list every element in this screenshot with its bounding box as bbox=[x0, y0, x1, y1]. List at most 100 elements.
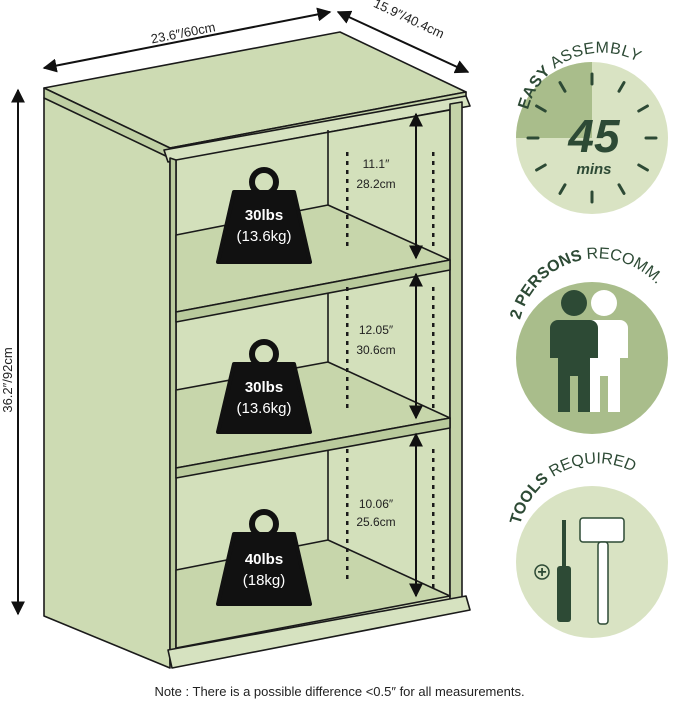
pin-hole bbox=[346, 233, 349, 237]
clock-tick bbox=[617, 183, 626, 195]
pin-hole bbox=[346, 215, 349, 219]
pin-hole bbox=[432, 485, 435, 489]
pin-hole bbox=[346, 206, 349, 210]
width-label: 23.6″/60cm bbox=[150, 19, 217, 46]
weight-1-kg: (13.6kg) bbox=[236, 228, 291, 245]
pin-hole bbox=[346, 287, 349, 291]
pin-hole bbox=[432, 197, 435, 201]
pin-hole bbox=[432, 305, 435, 309]
pin-hole bbox=[432, 530, 435, 534]
clock-icon bbox=[526, 72, 658, 204]
pin-hole bbox=[346, 530, 349, 534]
pin-hole bbox=[346, 539, 349, 543]
pin-hole bbox=[432, 539, 435, 543]
clock-tick bbox=[558, 81, 567, 93]
pin-hole bbox=[432, 467, 435, 471]
pin-hole bbox=[432, 494, 435, 498]
pin-hole bbox=[346, 161, 349, 165]
easy-assembly-badge: 45 mins bbox=[516, 62, 668, 214]
pin-hole bbox=[432, 206, 435, 210]
gap-1-inches: 11.1″ bbox=[363, 157, 390, 171]
pin-hole bbox=[432, 458, 435, 462]
depth-arrow bbox=[336, 10, 470, 74]
pin-hole bbox=[432, 323, 435, 327]
pin-hole bbox=[346, 485, 349, 489]
clock-tick bbox=[558, 183, 567, 195]
pin-hole bbox=[432, 224, 435, 228]
pin-hole bbox=[432, 575, 435, 579]
two-persons-icon bbox=[550, 290, 628, 412]
pin-hole bbox=[432, 296, 435, 300]
pin-hole bbox=[346, 296, 349, 300]
side-panel bbox=[43, 97, 171, 669]
hammer-icon bbox=[579, 517, 625, 625]
pin-hole bbox=[346, 305, 349, 309]
pin-hole bbox=[432, 233, 435, 237]
gap-2-inches: 12.05″ bbox=[359, 323, 394, 337]
pin-hole bbox=[346, 548, 349, 552]
pin-hole bbox=[432, 287, 435, 291]
pin-hole bbox=[432, 557, 435, 561]
weight-icon-3 bbox=[216, 509, 312, 606]
pin-hole bbox=[346, 566, 349, 570]
pin-hole bbox=[346, 476, 349, 480]
weight-3-kg: (18kg) bbox=[243, 572, 286, 589]
pin-hole bbox=[346, 242, 349, 246]
pin-hole bbox=[432, 395, 435, 399]
pin-hole bbox=[346, 521, 349, 525]
pin-hole bbox=[346, 449, 349, 453]
pin-hole bbox=[346, 350, 349, 354]
pin-hole bbox=[346, 377, 349, 381]
pin-hole bbox=[432, 170, 435, 174]
clock-tick bbox=[535, 163, 547, 172]
pin-hole bbox=[346, 458, 349, 462]
pin-hole bbox=[432, 404, 435, 408]
shelf-pin-holes bbox=[346, 152, 435, 588]
shelf-gap-labels: 11.1″ 28.2cm 12.05″ 30.6cm 10.06″ 25.6cm bbox=[356, 157, 395, 529]
pin-hole bbox=[432, 377, 435, 381]
pin-hole bbox=[346, 368, 349, 372]
pin-hole bbox=[346, 314, 349, 318]
pin-hole bbox=[346, 494, 349, 498]
weight-1-lbs: 30lbs bbox=[245, 207, 283, 224]
pin-hole bbox=[432, 521, 435, 525]
pin-hole bbox=[432, 215, 435, 219]
pin-hole bbox=[346, 386, 349, 390]
gap-2-cm: 30.6cm bbox=[356, 343, 395, 357]
pin-hole bbox=[432, 503, 435, 507]
tools-badge: + bbox=[516, 486, 668, 638]
pin-hole bbox=[432, 179, 435, 183]
pin-hole bbox=[432, 368, 435, 372]
weight-2-lbs: 30lbs bbox=[245, 379, 283, 396]
pin-hole bbox=[432, 584, 435, 588]
measurement-note: Note : There is a possible difference <0… bbox=[154, 684, 525, 699]
weight-2-kg: (13.6kg) bbox=[236, 400, 291, 417]
pin-hole bbox=[432, 314, 435, 318]
pin-hole bbox=[432, 449, 435, 453]
gap-3-inches: 10.06″ bbox=[359, 497, 394, 511]
pin-hole bbox=[432, 152, 435, 156]
weight-icon-1 bbox=[216, 167, 312, 264]
base-molding bbox=[167, 595, 471, 669]
assembly-minutes: 45 bbox=[567, 110, 621, 162]
width-arrow bbox=[42, 7, 332, 73]
pin-hole bbox=[346, 179, 349, 183]
pin-hole bbox=[432, 548, 435, 552]
pin-hole bbox=[432, 386, 435, 390]
pin-hole bbox=[432, 512, 435, 516]
clock-tick bbox=[637, 104, 649, 113]
pin-hole bbox=[432, 188, 435, 192]
pin-hole bbox=[432, 242, 435, 246]
pin-hole bbox=[432, 341, 435, 345]
pin-hole bbox=[346, 188, 349, 192]
pin-hole bbox=[346, 152, 349, 156]
pin-hole bbox=[346, 467, 349, 471]
pin-hole bbox=[432, 332, 435, 336]
clock-tick bbox=[535, 104, 547, 113]
pin-hole bbox=[432, 476, 435, 480]
pin-hole bbox=[346, 512, 349, 516]
clock-tick bbox=[617, 81, 626, 93]
clock-tick bbox=[637, 163, 649, 172]
gap-1-cm: 28.2cm bbox=[356, 177, 395, 191]
